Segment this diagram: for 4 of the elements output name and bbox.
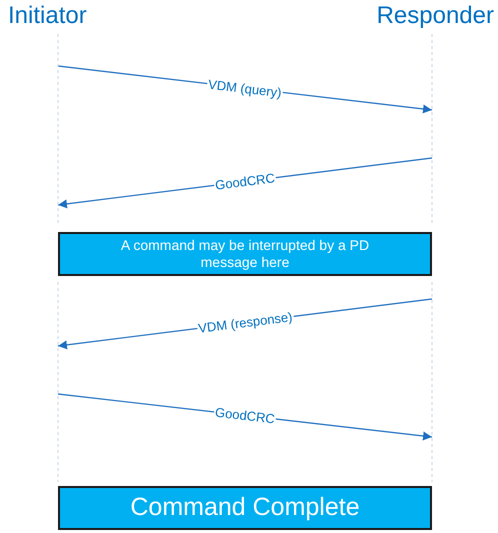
- note-box: Command Complete: [58, 486, 432, 530]
- note-box: A command may be interrupted by a PD message here: [58, 232, 432, 276]
- participant-label: Initiator: [8, 2, 88, 30]
- participant-label: Responder: [376, 2, 494, 30]
